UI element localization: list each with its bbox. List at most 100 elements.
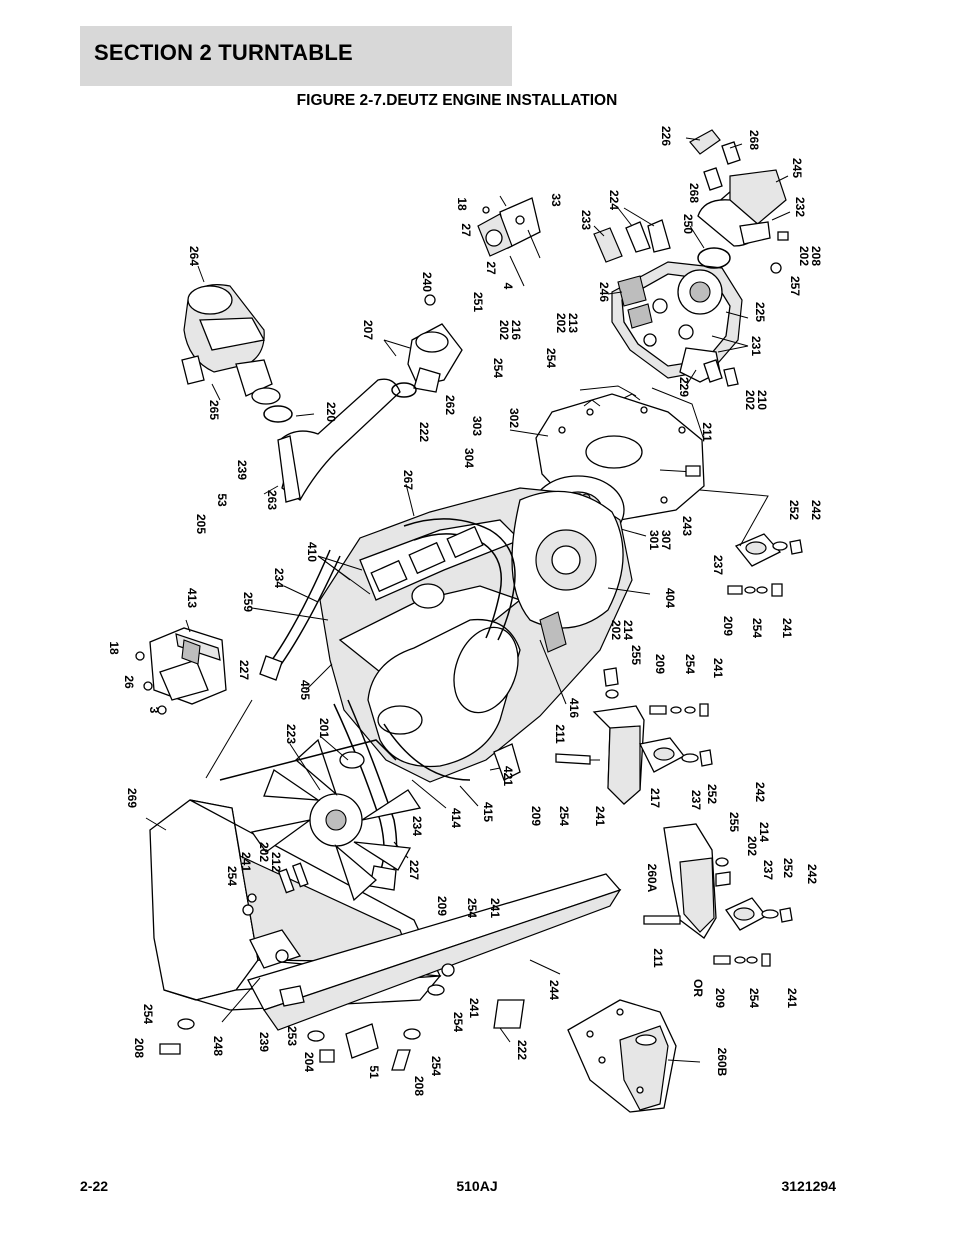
callout-label: 229 bbox=[677, 377, 691, 397]
page-number: 2-22 bbox=[80, 1178, 109, 1194]
callout-label: 254 bbox=[141, 1004, 155, 1024]
deutz-engine bbox=[305, 483, 651, 809]
mount-bracket-33 bbox=[477, 195, 541, 287]
callout-label: 242 bbox=[805, 864, 819, 884]
callout-label: 202 bbox=[609, 620, 623, 640]
callout-label: 205 bbox=[194, 514, 208, 534]
callout-label: 239 bbox=[257, 1032, 271, 1052]
callout-label: 245 bbox=[790, 158, 804, 178]
callout-label: 254 bbox=[451, 1012, 465, 1032]
callout-label: 27 bbox=[484, 261, 498, 275]
callout-label: 202 bbox=[797, 246, 811, 266]
engine-mount-237-upper bbox=[699, 489, 803, 597]
callout-label: 307 bbox=[659, 530, 673, 550]
callout-label: 421 bbox=[501, 766, 515, 786]
figure-title: FIGURE 2-7.DEUTZ ENGINE INSTALLATION bbox=[0, 92, 954, 110]
radiator-assembly bbox=[145, 699, 442, 1011]
callout-label: 240 bbox=[420, 272, 434, 292]
callout-label: 241 bbox=[488, 898, 502, 918]
callout-label: 211 bbox=[700, 422, 714, 442]
callout-label: 33 bbox=[549, 193, 563, 207]
frame-rail-244 bbox=[221, 873, 622, 1031]
callout-label: 246 bbox=[597, 282, 611, 302]
callout-label: 264 bbox=[187, 246, 201, 266]
callout-label: 254 bbox=[544, 348, 558, 368]
callout-label: 207 bbox=[361, 320, 375, 340]
callout-label: 251 bbox=[471, 292, 485, 312]
manual-number: 3121294 bbox=[781, 1178, 836, 1194]
callout-label: 231 bbox=[749, 336, 763, 356]
callout-label: 260A bbox=[645, 864, 659, 893]
callout-label: 237 bbox=[761, 860, 775, 880]
callout-label: 254 bbox=[683, 654, 697, 674]
callout-label: 27 bbox=[459, 223, 473, 237]
callout-label: 217 bbox=[648, 788, 662, 808]
intake-elbow bbox=[263, 294, 463, 503]
callout-label: 241 bbox=[711, 658, 725, 678]
callout-label: 405 bbox=[298, 680, 312, 700]
callout-label: 267 bbox=[401, 470, 415, 490]
callout-label: 201 bbox=[317, 718, 331, 738]
callout-label: 18 bbox=[107, 641, 121, 655]
callout-label: OR bbox=[691, 979, 705, 997]
hydraulic-pump-assembly bbox=[593, 129, 791, 387]
callout-label: 202 bbox=[257, 842, 271, 862]
callout-label: 208 bbox=[412, 1076, 426, 1096]
callout-label: 226 bbox=[659, 126, 673, 146]
callout-label: 301 bbox=[647, 530, 661, 550]
battery-bracket-413 bbox=[135, 619, 227, 715]
callout-label: 304 bbox=[462, 448, 476, 468]
callout-label: 255 bbox=[727, 812, 741, 832]
callout-label: 202 bbox=[743, 390, 757, 410]
callout-label: 262 bbox=[443, 395, 457, 415]
callout-label: 416 bbox=[567, 698, 581, 718]
callout-label: 214 bbox=[757, 822, 771, 842]
callout-label: 268 bbox=[687, 183, 701, 203]
callout-label: 260B bbox=[715, 1048, 729, 1077]
callout-label: 252 bbox=[787, 500, 801, 520]
callout-label: 212 bbox=[269, 852, 283, 872]
callout-label: 415 bbox=[481, 802, 495, 822]
callout-label: 410 bbox=[305, 542, 319, 562]
callout-label: 234 bbox=[410, 816, 424, 836]
callout-label: 227 bbox=[407, 860, 421, 880]
callout-label: 222 bbox=[417, 422, 431, 442]
callout-label: 414 bbox=[449, 808, 463, 828]
callout-label: 252 bbox=[781, 858, 795, 878]
mount-bracket-217 bbox=[555, 667, 713, 805]
callout-label: 209 bbox=[529, 806, 543, 826]
callout-label: 248 bbox=[211, 1036, 225, 1056]
callout-label: 254 bbox=[747, 988, 761, 1008]
callout-label: 232 bbox=[793, 197, 807, 217]
callout-label: 257 bbox=[788, 276, 802, 296]
callout-label: 209 bbox=[713, 988, 727, 1008]
hardware-bottom bbox=[159, 999, 525, 1071]
callout-label: 209 bbox=[653, 654, 667, 674]
callout-label: 268 bbox=[747, 130, 761, 150]
callout-label: 213 bbox=[566, 313, 580, 333]
model-number: 510AJ bbox=[456, 1178, 498, 1194]
callout-label: 216 bbox=[509, 320, 523, 340]
callout-label: 242 bbox=[809, 500, 823, 520]
callout-label: 4 bbox=[501, 283, 515, 290]
callout-label: 211 bbox=[651, 948, 665, 968]
callout-label: 404 bbox=[663, 588, 677, 608]
callout-label: 225 bbox=[753, 302, 767, 322]
callout-label: 209 bbox=[435, 896, 449, 916]
callout-label: 18 bbox=[455, 197, 469, 211]
callout-label: 220 bbox=[324, 402, 338, 422]
callout-label: 208 bbox=[132, 1038, 146, 1058]
callout-label: 243 bbox=[680, 516, 694, 536]
callout-label: 51 bbox=[367, 1065, 381, 1079]
callout-label: 211 bbox=[553, 724, 567, 744]
callout-label: 241 bbox=[785, 988, 799, 1008]
callout-label: 209 bbox=[721, 616, 735, 636]
callout-label: 202 bbox=[745, 836, 759, 856]
callout-label: 208 bbox=[809, 246, 823, 266]
callout-label: 3 bbox=[147, 707, 161, 714]
callout-label: 241 bbox=[239, 852, 253, 872]
callout-label: 244 bbox=[547, 980, 561, 1000]
callout-label: 254 bbox=[225, 866, 239, 886]
